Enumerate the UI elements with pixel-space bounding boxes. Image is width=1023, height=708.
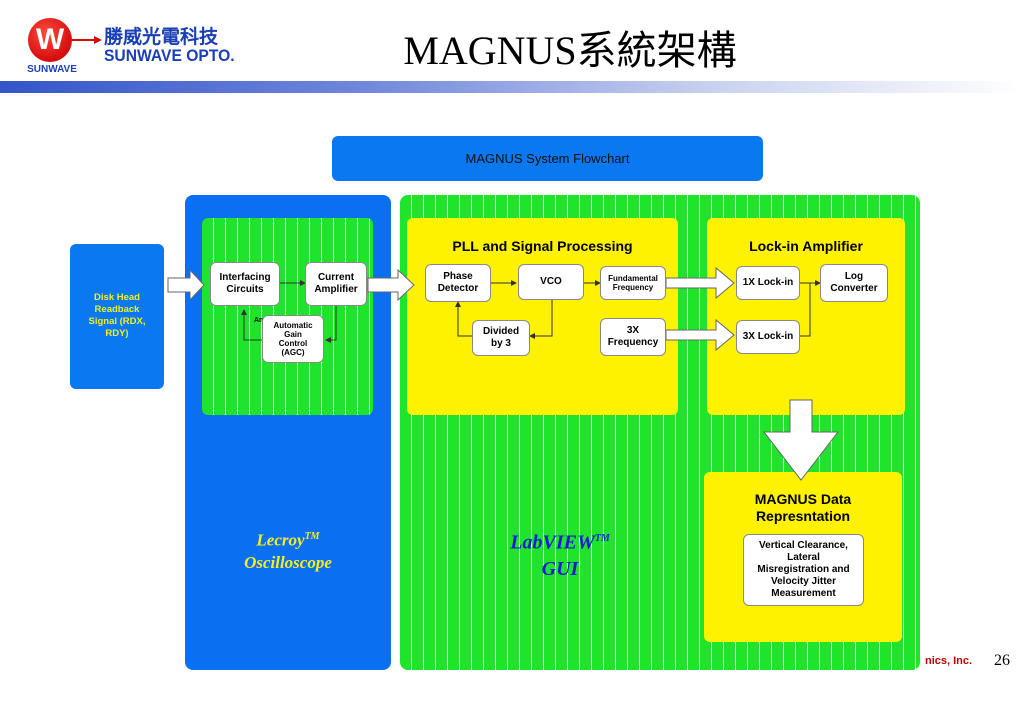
log-converter-node: Log Converter	[820, 264, 888, 302]
3x-to-lockin-arrow	[665, 318, 735, 352]
oscilloscope-label: LecroyTM Oscilloscope	[185, 526, 391, 574]
1x-lockin-node: 1X Lock-in	[736, 266, 800, 300]
phase-detector-node: Phase Detector	[425, 264, 491, 302]
data-rep-title: MAGNUS Data Represntation	[754, 491, 852, 524]
lockin-to-data-arrow	[762, 399, 840, 481]
fundamental-frequency-node: Fundamental Frequency	[600, 266, 666, 300]
footer-company: nics, Inc.	[925, 655, 973, 667]
lockin-title: Lock-in Amplifier	[749, 238, 863, 254]
osc-to-pll-arrow	[367, 268, 415, 302]
oscilloscope-sub: Oscilloscope	[244, 552, 332, 572]
fund-to-lockin-arrow	[665, 266, 735, 300]
wire-agc-interfacing	[241, 309, 262, 341]
3x-frequency-node: 3X Frequency	[600, 318, 666, 356]
input-signal-box: Disk Head Readback Signal (RDX, RDY)	[70, 244, 164, 389]
input-signal-label: Disk Head Readback Signal (RDX, RDY)	[88, 292, 146, 339]
wire-3x-log	[800, 283, 811, 337]
page-number: 26	[994, 652, 1010, 669]
vco-node: VCO	[518, 264, 584, 300]
page-title: MAGNUS系統架構	[403, 28, 737, 73]
oscilloscope-tm: TM	[304, 531, 320, 542]
flowchart-title: MAGNUS System Flowchart	[332, 136, 763, 181]
interfacing-circuits-node: Interfacing Circuits	[210, 262, 280, 306]
company-name-en: SUNWAVE OPTO.	[104, 46, 235, 65]
wire-div-pd	[455, 301, 472, 337]
gui-label: LabVIEWTM GUI	[440, 526, 680, 582]
logo-badge: W	[28, 18, 72, 62]
gui-name: LabVIEW	[510, 531, 595, 554]
lockin-panel	[707, 218, 905, 415]
oscilloscope-inner-panel	[202, 218, 373, 415]
pll-panel	[407, 218, 678, 415]
divided-by-3-node: Divided by 3	[472, 320, 530, 356]
measurement-node: Vertical Clearance, Lateral Misregistrat…	[743, 534, 864, 606]
wire-current-agc	[325, 306, 337, 343]
agc-node: Automatic Gain Control (AGC)	[262, 315, 324, 363]
company-name-cn: 勝威光電科技	[104, 26, 219, 48]
pll-title: PLL and Signal Processing	[452, 238, 633, 254]
header-divider	[0, 81, 1023, 93]
input-arrow	[167, 268, 205, 302]
logo-sub-label: SUNWAVE	[27, 64, 77, 75]
wire-vco-div	[529, 300, 553, 339]
gui-tm: TM	[594, 533, 610, 544]
3x-lockin-node: 3X Lock-in	[736, 320, 800, 354]
logo-arrow-icon	[72, 36, 102, 44]
logo-letter: W	[35, 23, 65, 56]
gui-sub: GUI	[541, 557, 579, 580]
current-amplifier-node: Current Amplifier	[305, 262, 367, 306]
partial-amp-label: Am	[254, 317, 266, 324]
oscilloscope-name: Lecroy	[256, 530, 305, 550]
